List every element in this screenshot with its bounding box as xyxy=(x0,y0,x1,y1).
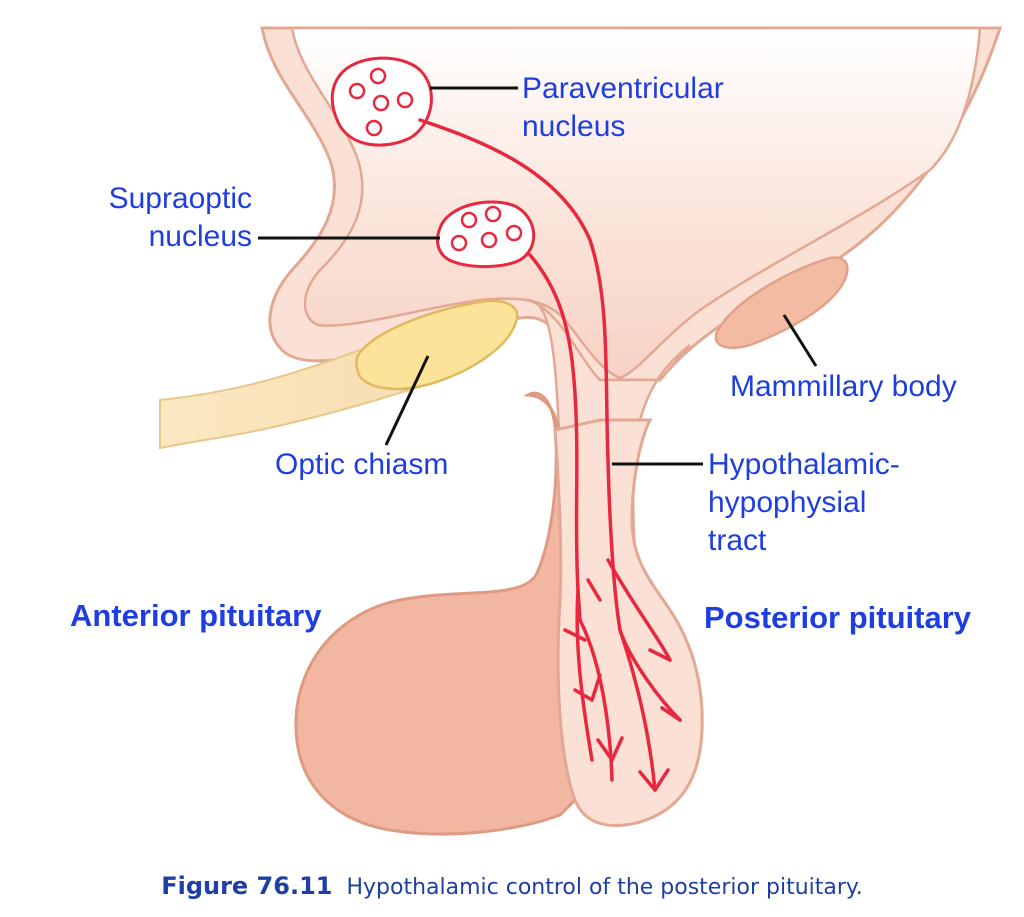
paraventricular-nucleus xyxy=(330,56,433,147)
caption-number: Figure 76.11 xyxy=(161,872,332,900)
label-paraventricular-2: nucleus xyxy=(522,110,625,143)
posterior-pituitary-lobe xyxy=(553,418,704,827)
supraoptic-nucleus xyxy=(436,200,536,269)
caption-text: Hypothalamic control of the posterior pi… xyxy=(346,875,862,900)
label-supraoptic-1: Supraoptic xyxy=(109,182,252,215)
label-posterior-pituitary: Posterior pituitary xyxy=(704,600,972,635)
label-optic-chiasm: Optic chiasm xyxy=(275,448,448,481)
label-tract-3: tract xyxy=(708,524,767,557)
third-ventricle xyxy=(290,26,982,380)
label-anterior-pituitary: Anterior pituitary xyxy=(70,598,322,633)
label-paraventricular-1: Paraventricular xyxy=(522,72,724,105)
label-tract-2: hypophysial xyxy=(708,486,866,519)
hypothalamic-hypophysial-tract-fibers xyxy=(418,118,682,792)
optic-chiasm xyxy=(355,299,519,391)
leader-lines xyxy=(258,86,818,466)
mammillary-body xyxy=(714,256,849,349)
label-mammillary-body: Mammillary body xyxy=(730,370,957,403)
figure-caption: Figure 76.11 Hypothalamic control of the … xyxy=(161,872,863,900)
label-tract-1: Hypothalamic- xyxy=(708,448,900,481)
label-supraoptic-2: nucleus xyxy=(149,220,252,253)
